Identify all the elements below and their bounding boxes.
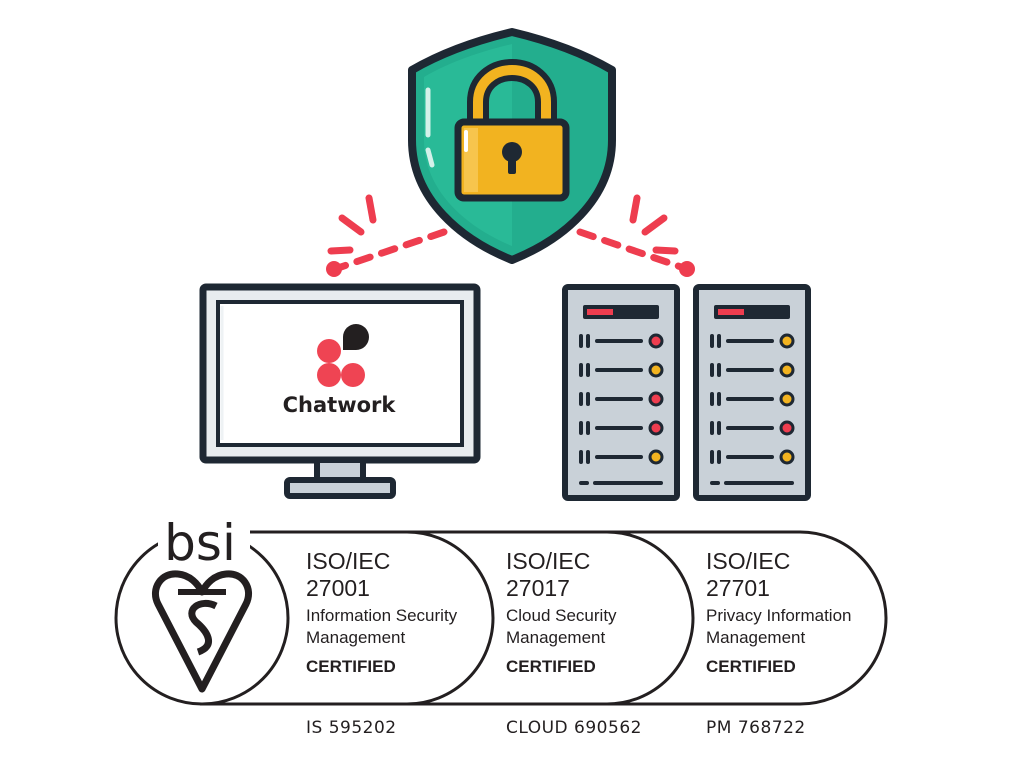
left-connection-line xyxy=(334,228,448,272)
padlock-icon xyxy=(454,58,570,202)
left-alert-marks xyxy=(327,194,377,255)
status-light xyxy=(779,362,795,378)
right-alert-marks xyxy=(629,194,679,255)
badge-status: CERTIFIED xyxy=(506,657,596,676)
server-racks xyxy=(562,284,811,501)
chatwork-wordmark: Chatwork xyxy=(283,393,397,417)
status-light xyxy=(648,362,664,378)
badge-standard: ISO/IEC xyxy=(506,548,590,574)
bsi-wordmark: bsi xyxy=(164,514,236,572)
badge-standard-number: 27017 xyxy=(506,575,570,601)
certificate-number: CLOUD 690562 xyxy=(506,718,642,738)
monitor-icon xyxy=(199,283,481,499)
server-rack-icon xyxy=(562,284,680,501)
certification-banner: bsi xyxy=(114,510,888,706)
bsi-kitemark-icon xyxy=(152,570,252,693)
status-light xyxy=(648,333,664,349)
status-light xyxy=(779,333,795,349)
right-connection-line xyxy=(576,228,688,272)
status-light xyxy=(779,420,795,436)
badge-description: Management xyxy=(706,628,806,647)
certificate-number: PM 768722 xyxy=(706,718,806,738)
status-light xyxy=(648,391,664,407)
badge-status: CERTIFIED xyxy=(306,657,396,676)
connection-lines xyxy=(326,228,695,277)
badge-description: Information Security xyxy=(306,606,458,625)
chatwork-logo-icon xyxy=(317,324,369,387)
badge-description: Management xyxy=(306,628,406,647)
badge-description: Privacy Information xyxy=(706,606,852,625)
left-connection-dot xyxy=(326,261,342,277)
badge-description: Management xyxy=(506,628,606,647)
certificate-number: IS 595202 xyxy=(306,718,397,738)
server-rack-icon xyxy=(693,284,811,501)
badge-description: Cloud Security xyxy=(506,606,617,625)
right-connection-dot xyxy=(679,261,695,277)
status-light xyxy=(648,420,664,436)
status-light xyxy=(779,449,795,465)
status-light xyxy=(648,449,664,465)
status-light xyxy=(779,391,795,407)
badge-standard-number: 27701 xyxy=(706,575,770,601)
badge-standard: ISO/IEC xyxy=(306,548,390,574)
badge-status: CERTIFIED xyxy=(706,657,796,676)
badge-standard-number: 27001 xyxy=(306,575,370,601)
badge-standard: ISO/IEC xyxy=(706,548,790,574)
